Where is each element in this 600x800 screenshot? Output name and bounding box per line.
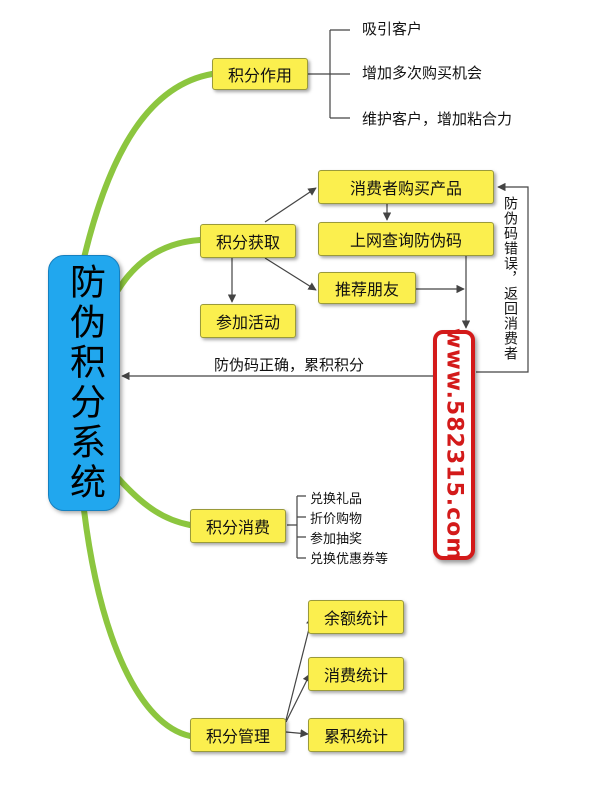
branch-curve-role <box>81 71 215 261</box>
website-url: www.582315.com <box>441 328 467 562</box>
node-role-label: 积分作用 <box>227 66 292 85</box>
node-recommend: 推荐朋友 <box>318 272 416 304</box>
role-item-repeat: 增加多次购买机会 <box>362 64 483 82</box>
center-node: 防伪积分系统 <box>48 255 120 511</box>
center-label: 防伪积分系统 <box>64 263 105 503</box>
role-item-retain: 维护客户，增加粘合力 <box>362 110 513 128</box>
node-acquire-label: 积分获取 <box>215 233 280 252</box>
consume-item-gift: 兑换礼品 <box>310 492 363 507</box>
website-box: www.582315.com <box>433 328 475 562</box>
role-bracket <box>308 29 350 119</box>
node-consume: 积分消费 <box>190 509 286 543</box>
branch-curve-acquire <box>115 237 203 293</box>
arrow-acquire-to-buy <box>264 187 317 223</box>
node-recommend-label: 推荐朋友 <box>334 280 399 299</box>
node-balance-stats: 余额统计 <box>308 600 404 634</box>
node-role: 积分作用 <box>212 58 308 90</box>
consume-item-discount: 折价购物 <box>310 512 363 527</box>
node-acquire: 积分获取 <box>200 224 296 258</box>
consume-item-coupon: 兑换优惠券等 <box>310 552 389 567</box>
role-item-attract: 吸引客户 <box>362 20 423 38</box>
node-activity: 参加活动 <box>200 304 296 338</box>
branch-curve-consume <box>115 475 193 528</box>
node-manage-label: 积分管理 <box>205 727 270 746</box>
node-consume-label: 积分消费 <box>205 518 270 537</box>
node-balance-stats-label: 余额统计 <box>323 609 388 628</box>
node-query-code: 上网查询防伪码 <box>318 222 494 256</box>
branch-curve-manage <box>81 507 193 739</box>
consume-bracket <box>287 495 306 559</box>
arrow-error-return <box>476 182 529 373</box>
correct-note: 防伪码正确，累积积分 <box>214 356 365 374</box>
arrow-manage-to-balance <box>285 616 315 721</box>
node-activity-label: 参加活动 <box>215 313 280 332</box>
node-consumption-stats: 消费统计 <box>308 657 404 691</box>
node-consumer-buy: 消费者购买产品 <box>318 170 494 204</box>
arrow-manage-to-consumption <box>285 673 311 723</box>
arrow-manage-to-cumulative <box>285 729 309 738</box>
arrow-acquire-to-recommend <box>264 257 317 291</box>
node-consumption-stats-label: 消费统计 <box>323 666 388 685</box>
node-cumulative-stats: 累积统计 <box>308 718 404 752</box>
consume-item-lottery: 参加抽奖 <box>310 532 363 547</box>
node-manage: 积分管理 <box>190 718 286 752</box>
node-consumer-buy-label: 消费者购买产品 <box>349 179 462 198</box>
node-cumulative-stats-label: 累积统计 <box>323 727 388 746</box>
error-note: 防伪码错误，返回消费者 <box>502 196 518 361</box>
node-query-code-label: 上网查询防伪码 <box>349 231 462 250</box>
